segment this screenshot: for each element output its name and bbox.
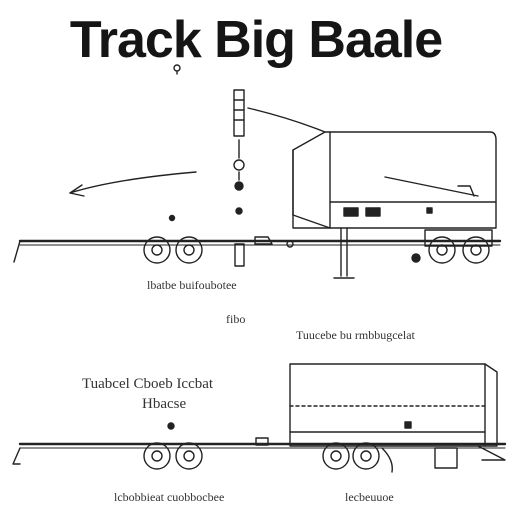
mid-right-label: Tuucebe bu rmbbugcelat xyxy=(296,328,415,342)
arrow-left-icon xyxy=(69,171,197,197)
truck-trailer-top xyxy=(13,131,502,279)
mid-small-label: fibo xyxy=(226,312,246,326)
bottom-caption-right: lecbeuuoe xyxy=(345,490,394,504)
top-caption: lbatbe buifoubotee xyxy=(147,278,237,292)
vertical-marker-column xyxy=(233,89,245,267)
trailer-bottom xyxy=(12,363,507,473)
title-marker-icon xyxy=(173,64,181,75)
diagram-title: Track Big Baale xyxy=(69,11,443,69)
bottom-caption-left: lcbobbieat cuobbocbee xyxy=(114,490,225,504)
bottom-left-label-2: Hbacse xyxy=(142,396,187,412)
bottom-left-label-1: Tuabcel Cboeb Iccbat xyxy=(82,376,214,392)
